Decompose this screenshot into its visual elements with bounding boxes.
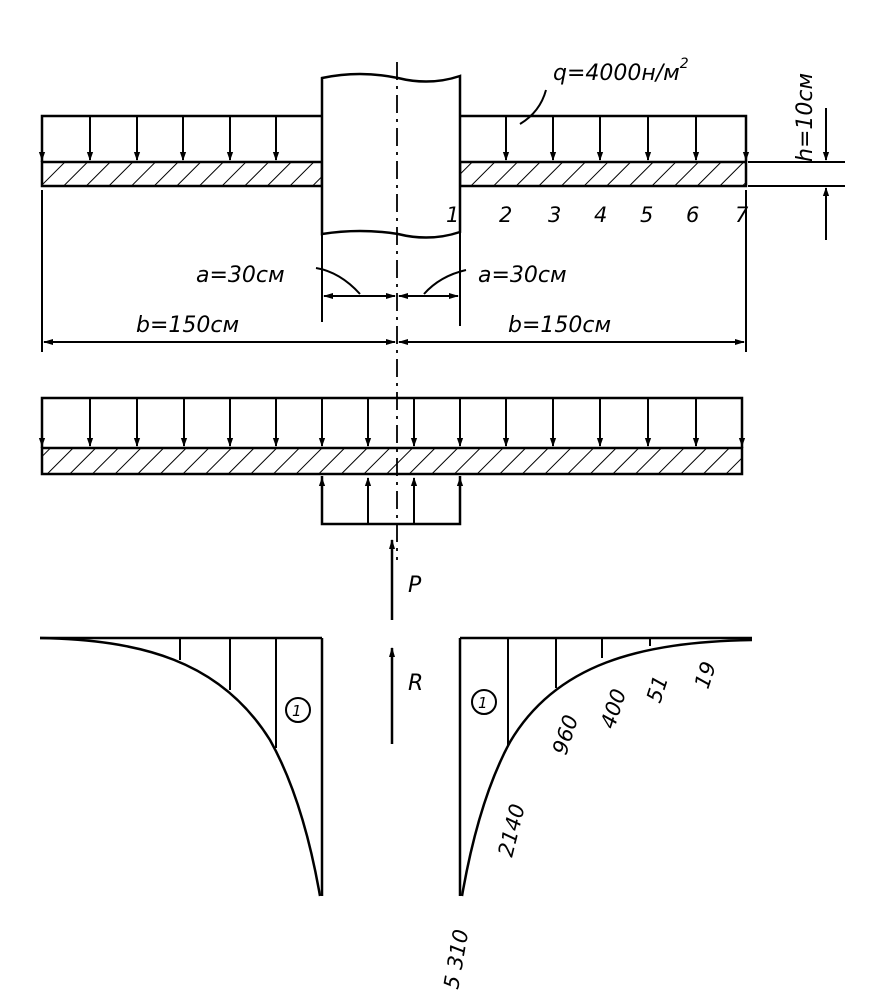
section-number: 7 <box>735 203 749 227</box>
moment-value: 5 310 <box>439 927 473 990</box>
moment-value: 51 <box>642 673 673 706</box>
a-dimensions <box>315 267 467 299</box>
b-right-label: b=150см <box>508 313 611 338</box>
section-number: 1 <box>446 203 459 227</box>
right-curve <box>460 638 753 897</box>
load-arrows-left <box>38 116 280 161</box>
circle-marker-left <box>285 697 311 723</box>
load-exponent: 2 <box>680 56 689 72</box>
circle-marker-left-label: 1 <box>292 702 302 720</box>
a-right-label: a=30см <box>478 263 567 288</box>
section-number: 4 <box>594 203 607 227</box>
reaction-frame <box>320 476 462 526</box>
section-number: 6 <box>686 203 699 227</box>
thickness-dimension <box>748 108 845 240</box>
circle-marker-right-label: 1 <box>478 694 488 712</box>
load-label: q=4000н/м2 <box>553 56 689 86</box>
moment-value: 19 <box>690 659 721 692</box>
moment-diagrams <box>39 636 753 897</box>
reaction-arrows <box>318 477 464 524</box>
slab-full <box>40 446 744 476</box>
thickness-label: h=10см <box>793 73 818 162</box>
load-arrows-right <box>502 116 750 161</box>
circle-marker-right <box>471 689 497 715</box>
load-frame-top <box>40 396 744 448</box>
section-number: 2 <box>499 203 512 227</box>
top-figure <box>38 62 845 560</box>
left-ordinates <box>179 638 277 748</box>
slab-right <box>458 160 748 188</box>
right-ordinates <box>507 638 651 746</box>
load-frame-right <box>460 114 748 162</box>
section-number: 3 <box>548 203 561 227</box>
section-numbers: 1 2 3 4 5 6 7 <box>446 203 749 227</box>
extension-lines <box>41 190 747 352</box>
moment-value: 400 <box>596 686 631 732</box>
a-left-label: a=30см <box>196 263 285 288</box>
middle-figure <box>38 396 746 744</box>
moment-value: 960 <box>548 712 583 758</box>
moment-value: 2140 <box>494 802 530 860</box>
column <box>320 72 462 239</box>
left-curve <box>39 636 322 897</box>
load-leader <box>519 89 547 125</box>
force-r-label: R <box>408 671 423 696</box>
force-p-label: P <box>408 573 422 598</box>
section-number: 5 <box>640 203 653 227</box>
slab-left <box>40 160 324 188</box>
load-arrows-full <box>38 398 746 447</box>
b-left-label: b=150см <box>136 313 239 338</box>
